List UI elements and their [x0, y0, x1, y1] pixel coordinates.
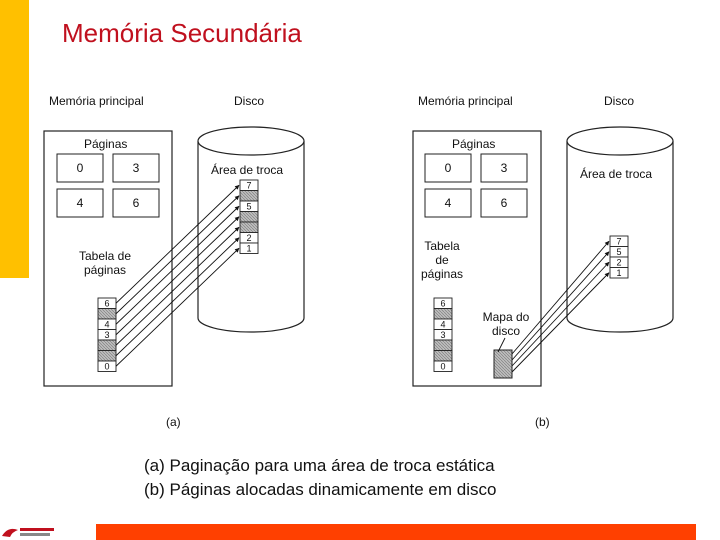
page-table-a: 6 43 0 — [97, 297, 117, 372]
swap-b-value-3: 1 — [616, 268, 621, 278]
panel-label-b: (b) — [535, 415, 550, 429]
page-value-b-0: 0 — [444, 161, 452, 175]
swap-column-a: 7 5 21 — [239, 179, 259, 254]
arrow-b-0 — [511, 240, 610, 355]
accent-bar — [0, 0, 29, 278]
page-value-b-2: 4 — [444, 196, 452, 210]
logo-icon — [2, 528, 54, 537]
caption-line-2: (b) Páginas alocadas dinamicamente em di… — [144, 480, 497, 499]
caption-line-1: (a) Paginação para uma área de troca est… — [144, 456, 495, 475]
table-b-value-3: 3 — [440, 330, 445, 340]
page-value-a-3: 6 — [132, 196, 140, 210]
memory-label-b: Memória principal — [418, 94, 513, 108]
page-cell-a-1 — [112, 153, 160, 183]
table-b-value-2: 4 — [440, 320, 445, 330]
page-cell-a-2 — [56, 188, 104, 218]
swap-a-cell-1 — [239, 190, 259, 202]
page-cell-b-0 — [424, 153, 472, 183]
pages-label-b: Páginas — [452, 137, 496, 151]
arrow-b-3 — [511, 272, 610, 373]
swap-a-value-5: 2 — [246, 233, 251, 243]
page-value-a-0: 0 — [76, 161, 84, 175]
swap-a-cell-6 — [239, 242, 259, 254]
arrows-b — [511, 240, 610, 373]
arrow-b-2 — [511, 261, 610, 367]
arrow-a-0 — [115, 184, 240, 304]
arrow-a-5 — [115, 237, 240, 357]
slide-title: Memória Secundária — [62, 18, 302, 48]
page-table-label-a-line2: páginas — [83, 263, 127, 277]
memory-label-a: Memória principal — [49, 94, 144, 108]
arrow-a-2 — [115, 205, 240, 325]
disk-label-b: Disco — [604, 94, 635, 108]
disk-cylinder-b — [566, 126, 674, 333]
page-cell-b-3 — [480, 188, 528, 218]
table-b-cell-5 — [433, 350, 453, 362]
swap-b-value-1: 5 — [616, 247, 621, 257]
table-a-cell-5 — [97, 350, 117, 362]
arrows-a — [115, 184, 240, 367]
table-b-value-0: 6 — [440, 299, 445, 309]
pages-label-a: Páginas — [84, 137, 128, 151]
page-value-a-1: 3 — [132, 161, 140, 175]
swap-b-value-0: 7 — [616, 237, 621, 247]
swap-label-b: Área de troca — [580, 167, 653, 181]
page-cell-b-2 — [424, 188, 472, 218]
table-b-cell-6 — [433, 360, 453, 372]
disk-map-pointer-b — [497, 337, 506, 353]
swap-a-value-2: 5 — [246, 202, 251, 212]
swap-b-cell-3 — [609, 267, 629, 279]
table-b-cell-4 — [433, 339, 453, 351]
arrow-a-3 — [115, 216, 240, 336]
page-table-label-a-line1: Tabela de — [78, 249, 132, 263]
page-table-label-b-line1: Tabela — [424, 239, 460, 253]
swap-a-cell-4 — [239, 221, 259, 233]
disk-map-b — [493, 349, 513, 379]
bottom-bar — [96, 524, 696, 540]
swap-b-value-2: 2 — [616, 258, 621, 268]
swap-a-cell-3 — [239, 211, 259, 223]
page-value-a-2: 4 — [76, 196, 84, 210]
caption: (a) Paginação para uma área de troca est… — [144, 454, 496, 502]
disk-map-label-b-line1: Mapa do — [482, 310, 530, 324]
page-value-b-1: 3 — [500, 161, 508, 175]
table-b-value-6: 0 — [440, 362, 445, 372]
swap-label-a: Área de troca — [211, 163, 284, 177]
page-cell-b-1 — [480, 153, 528, 183]
table-a-value-3: 3 — [104, 330, 109, 340]
arrow-a-4 — [115, 226, 240, 346]
table-a-value-2: 4 — [104, 320, 109, 330]
disk-label-a: Disco — [234, 94, 265, 108]
table-b-cell-1 — [433, 308, 453, 320]
table-a-cell-1 — [97, 308, 117, 320]
page-table-b: 6 43 0 — [433, 297, 453, 372]
table-a-value-6: 0 — [104, 362, 109, 372]
arrow-a-6 — [115, 247, 240, 367]
panel-label-a: (a) — [166, 415, 181, 429]
swap-a-value-6: 1 — [246, 244, 251, 254]
arrow-b-1 — [511, 251, 610, 361]
page-value-b-3: 6 — [500, 196, 508, 210]
swap-a-value-0: 7 — [246, 181, 251, 191]
page-table-label-b-line2: de — [435, 253, 449, 267]
page-cell-a-3 — [112, 188, 160, 218]
table-a-value-0: 6 — [104, 299, 109, 309]
arrow-a-1 — [115, 195, 240, 315]
page-cell-a-0 — [56, 153, 104, 183]
table-a-cell-4 — [97, 339, 117, 351]
disk-map-label-b-line2: disco — [491, 324, 520, 338]
page-table-label-b-line3: páginas — [420, 267, 464, 281]
